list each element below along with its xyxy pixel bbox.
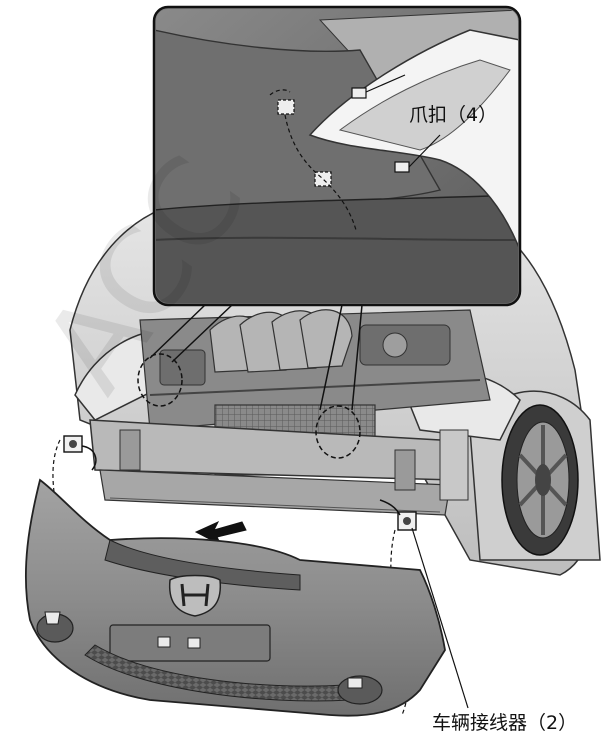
wheel <box>501 404 579 556</box>
detail-inset <box>152 5 522 307</box>
engine-bay <box>139 309 491 476</box>
brand-emblem-icon <box>168 574 222 617</box>
callout-vehicle-connectors: 车辆接线器（2） <box>432 712 578 734</box>
clip-leader-line <box>365 74 441 168</box>
removal-direction-arrow <box>194 520 247 547</box>
connector-left <box>52 435 97 661</box>
vehicle-connectors <box>52 435 469 716</box>
clip-location-markers <box>137 304 363 459</box>
callout-clips: 爪扣（4） <box>409 104 498 126</box>
bumper-beam <box>89 419 469 516</box>
connector-leader-line <box>411 527 469 709</box>
front-bumper <box>25 478 446 717</box>
intake-manifold <box>209 309 353 373</box>
